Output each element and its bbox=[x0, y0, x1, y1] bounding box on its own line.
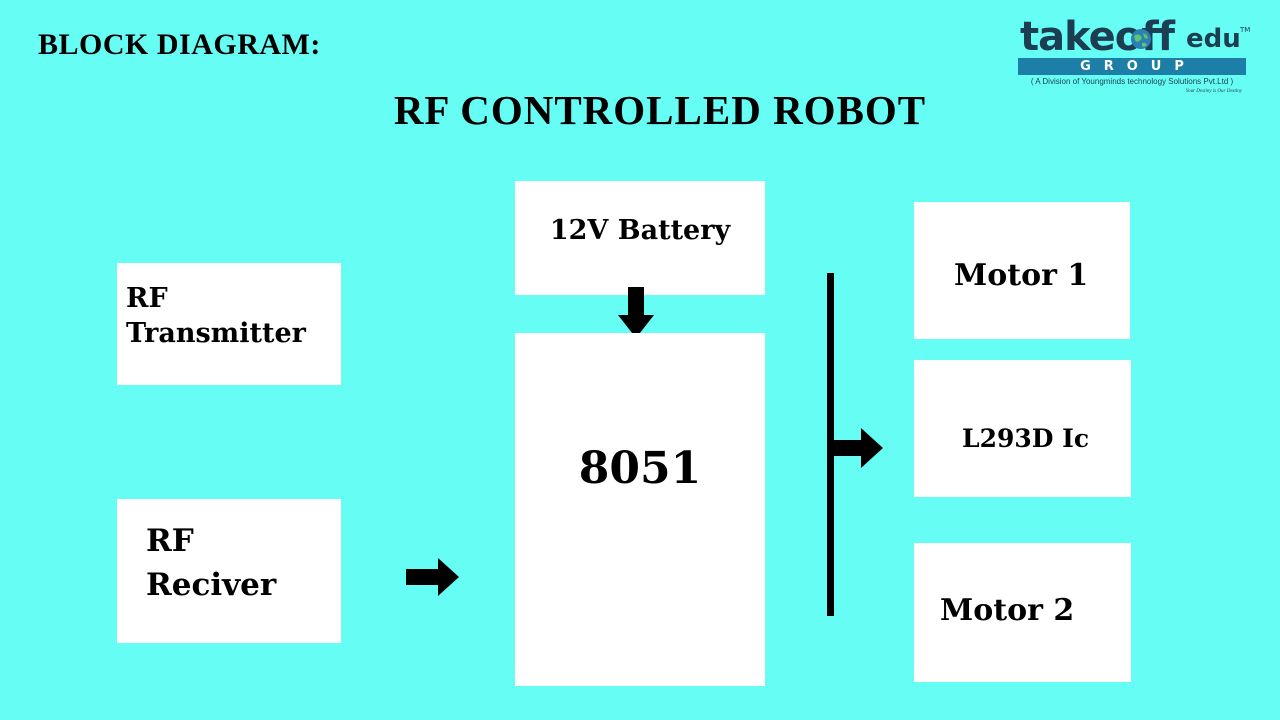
microcontroller-8051-block: 8051 bbox=[515, 333, 765, 686]
motor1-block: Motor 1 bbox=[914, 202, 1130, 339]
block-diagram-heading: BLOCK DIAGRAM: bbox=[38, 28, 321, 61]
logo-edu-suffix: edu bbox=[1186, 24, 1241, 54]
logo-tagline: Your Destiny is Our Destiny bbox=[1185, 89, 1242, 94]
motor2-block: Motor 2 bbox=[914, 543, 1131, 682]
rf-transmitter-block: RF Transmitter bbox=[117, 263, 341, 385]
rf-receiver-label-line2: Reciver bbox=[146, 567, 277, 603]
logo-group-bar bbox=[1018, 58, 1246, 75]
logo-trademark: TM bbox=[1240, 26, 1251, 34]
l293d-driver-block: L293D Ic bbox=[914, 360, 1131, 497]
battery-block: 12V Battery bbox=[515, 181, 765, 295]
l293d-label: L293D Ic bbox=[962, 424, 1090, 453]
diagram-title: RF CONTROLLED ROBOT bbox=[393, 87, 927, 133]
takeoff-edu-logo: takeoff edu TM GROUP ( A Division of You… bbox=[1018, 14, 1252, 100]
arrow-down-icon bbox=[618, 287, 654, 338]
rf-transmitter-label-line1: RF bbox=[126, 283, 168, 314]
microcontroller-label: 8051 bbox=[578, 443, 702, 494]
rf-transmitter-label-line2: Transmitter bbox=[126, 318, 306, 349]
globe-icon bbox=[1131, 29, 1151, 49]
arrow-right-icon bbox=[831, 428, 883, 468]
logo-subtitle: ( A Division of Youngminds technology So… bbox=[1030, 77, 1234, 86]
motor2-label: Motor 2 bbox=[940, 593, 1075, 628]
output-bus-line bbox=[827, 273, 834, 616]
battery-label: 12V Battery bbox=[549, 215, 731, 246]
motor1-label: Motor 1 bbox=[954, 258, 1089, 293]
arrow-right-icon bbox=[406, 558, 459, 596]
logo-group-text: GROUP bbox=[1080, 59, 1197, 74]
rf-receiver-label-line1: RF bbox=[146, 523, 194, 559]
rf-receiver-block: RF Reciver bbox=[117, 499, 341, 643]
